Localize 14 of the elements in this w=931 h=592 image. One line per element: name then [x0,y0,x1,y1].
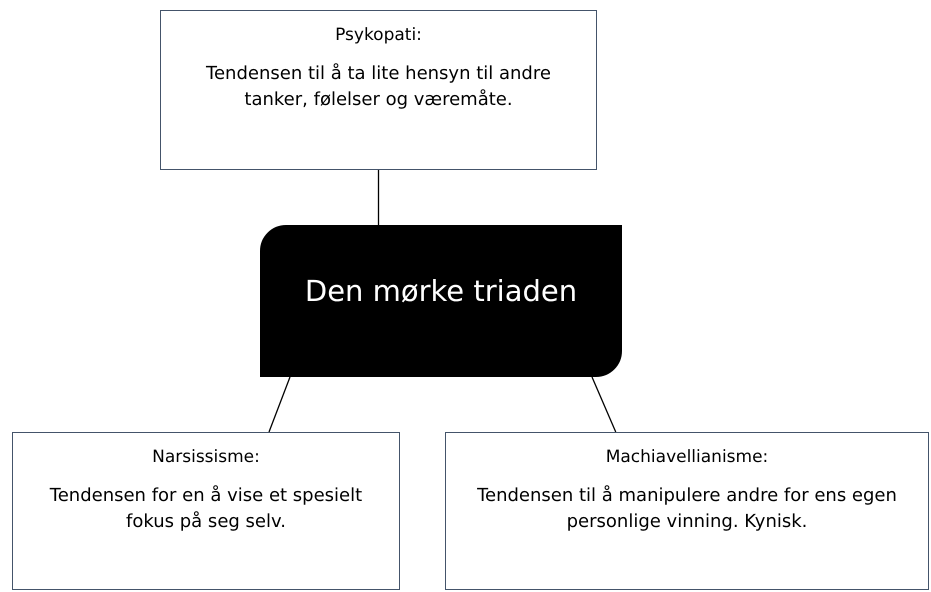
central-title: Den mørke triaden [304,274,578,308]
connector-line [591,376,616,432]
connector-line [268,376,291,432]
concept-heading: Machiavellianisme: [606,447,768,467]
concept-box [160,10,597,170]
concept-heading: Narsissisme: [152,447,260,467]
central-concept-box [260,225,622,377]
concept-description: Tendensen til å manipulere andre for ens egen personlige vinning. Kynisk. [476,484,898,534]
concept-description: Tendensen til å ta lite hensyn til andre tanker, følelser og væremåte. [205,62,552,112]
concept-box [445,432,929,590]
concept-box [12,432,400,590]
connector-line [378,170,380,225]
concept-description: Tendensen for en å vise et spesielt fokus på seg selv. [48,484,364,534]
concept-heading: Psykopati: [335,25,422,45]
